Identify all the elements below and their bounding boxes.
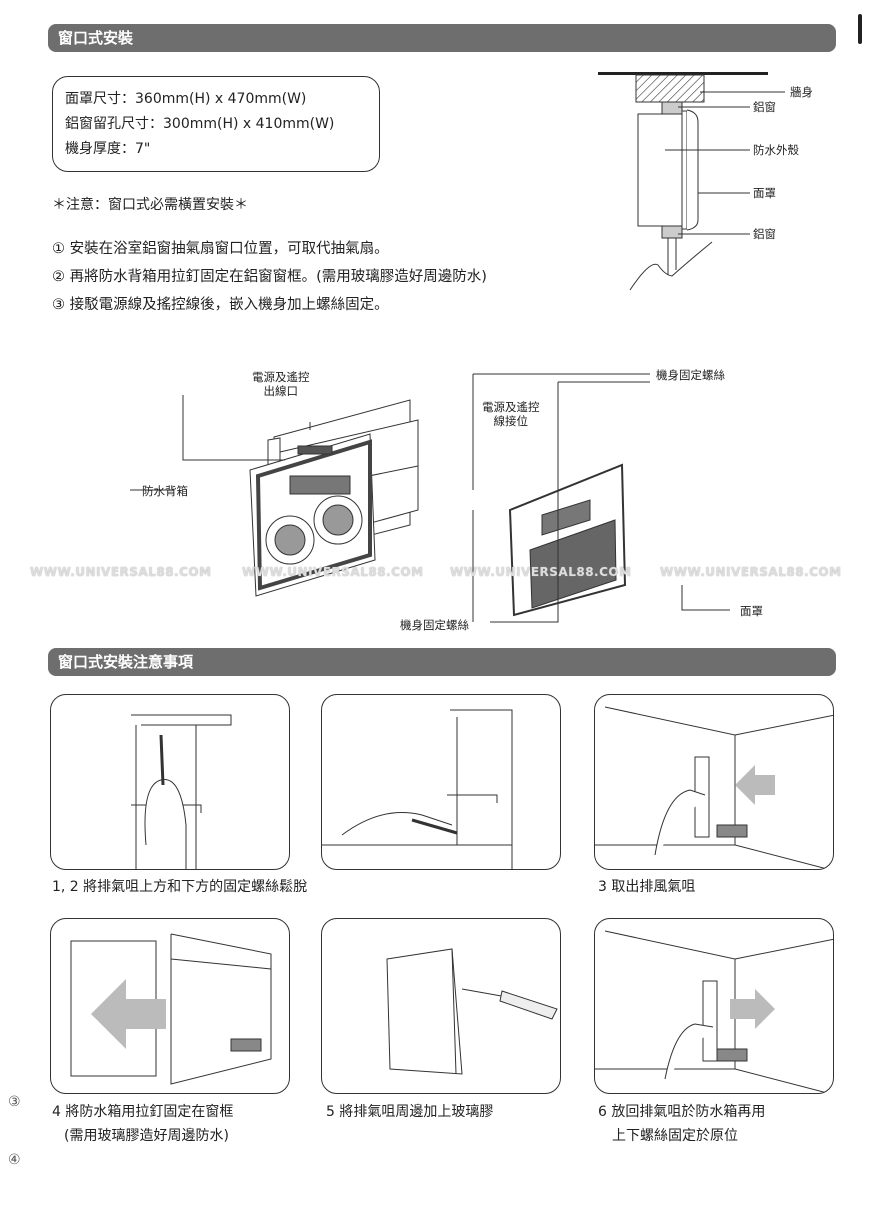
watermark: WWW.UNIVERSAL88.COM xyxy=(660,565,842,579)
label-window-bottom: 鋁窗 xyxy=(753,227,776,241)
label-screw-top: 機身固定螺絲 xyxy=(656,368,725,382)
label-screw-bottom: 機身固定螺絲 xyxy=(400,618,469,632)
caption-step-6-line2: 上下螺絲固定於原位 xyxy=(612,1128,738,1144)
section-header-window-install: 窗口式安裝 xyxy=(48,24,836,52)
step-panel-1-2 xyxy=(50,694,290,870)
side-section-diagram xyxy=(598,72,785,291)
caption-step-1-2: 1, 2 將排氣咀上方和下方的固定螺絲鬆脫 xyxy=(52,879,308,895)
label-cover: 面罩 xyxy=(753,186,776,200)
step-panel-3 xyxy=(594,694,834,870)
watermark: WWW.UNIVERSAL88.COM xyxy=(450,565,632,579)
caption-step-4-line2: (需用玻璃膠造好周邊防水) xyxy=(64,1128,229,1144)
margin-mark-4: ④ xyxy=(8,1152,21,1168)
step-panel-4 xyxy=(50,918,290,1094)
watermark: WWW.UNIVERSAL88.COM xyxy=(242,565,424,579)
spec-box: 面罩尺寸：360mm(H) x 470mm(W) 鋁窗留孔尺寸：300mm(H)… xyxy=(52,76,380,172)
step-1: ① 安裝在浴室鋁窗抽氣扇窗口位置，可取代抽氣扇。 xyxy=(52,241,389,257)
step-panel-5 xyxy=(321,918,561,1094)
install-steps: ① 安裝在浴室鋁窗抽氣扇窗口位置，可取代抽氣扇。 ② 再將防水背箱用拉釘固定在鋁… xyxy=(52,235,487,319)
caption-step-6-line1: 6 放回排氣咀於防水箱再用 xyxy=(598,1104,766,1120)
step-panel-1-2b xyxy=(321,694,561,870)
label-connector-line1: 電源及遙控 xyxy=(482,400,540,414)
step-2: ② 再將防水背箱用拉釘固定在鋁窗窗框。(需用玻璃膠造好周邊防水) xyxy=(52,269,487,285)
label-outlet: 電源及遙控出線口 xyxy=(252,370,310,398)
caption-step-4-line1: 4 將防水箱用拉釘固定在窗框 xyxy=(52,1104,234,1120)
step-panel-6 xyxy=(594,918,834,1094)
label-outlet-line2: 出線口 xyxy=(263,384,299,398)
label-connector: 電源及遙控線接位 xyxy=(482,400,540,428)
fan-body-illustration xyxy=(249,433,376,597)
label-outlet-line1: 電源及遙控 xyxy=(252,370,310,384)
section-header-precautions: 窗口式安裝注意事項 xyxy=(48,648,836,676)
page-edge-tab xyxy=(858,14,862,44)
caption-step-3: 3 取出排風氣咀 xyxy=(598,879,696,895)
label-backbox: 防水背箱 xyxy=(142,484,188,498)
label-housing: 防水外殼 xyxy=(753,143,799,157)
caption-step-5: 5 將排氣咀周邊加上玻璃膠 xyxy=(326,1104,494,1120)
caption-step-4: 4 將防水箱用拉釘固定在窗框 (需用玻璃膠造好周邊防水) xyxy=(52,1100,233,1148)
exploded-diagram xyxy=(130,373,730,623)
margin-mark-3: ③ xyxy=(8,1094,21,1110)
caption-step-6: 6 放回排氣咀於防水箱再用上下螺絲固定於原位 xyxy=(598,1100,765,1148)
label-connector-line2: 線接位 xyxy=(493,414,529,428)
watermark: WWW.UNIVERSAL88.COM xyxy=(30,565,212,579)
spec-thickness: 機身厚度：7" xyxy=(65,141,151,157)
label-cover-part: 面罩 xyxy=(740,604,763,618)
spec-cover-size: 面罩尺寸：360mm(H) x 470mm(W) xyxy=(65,91,307,107)
label-window-top: 鋁窗 xyxy=(753,100,776,114)
label-wall: 牆身 xyxy=(790,85,813,99)
spec-opening-size: 鋁窗留孔尺寸：300mm(H) x 410mm(W) xyxy=(65,116,335,132)
install-note: ＊注意：窗口式必需橫置安裝＊ xyxy=(52,197,248,213)
cover-illustration xyxy=(508,463,627,617)
step-3: ③ 接駁電源線及搖控線後，嵌入機身加上螺絲固定。 xyxy=(52,297,389,313)
